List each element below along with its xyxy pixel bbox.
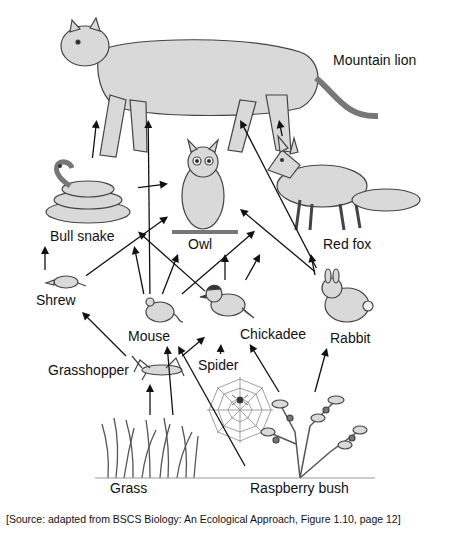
organism-node: Bull snake <box>38 158 138 246</box>
food-arrow <box>221 254 229 280</box>
arrow-head <box>308 254 316 263</box>
arrow-line <box>246 259 258 280</box>
food-arrow <box>182 231 255 294</box>
food-arrow <box>182 337 205 356</box>
arrow-head <box>160 181 168 189</box>
arrow-line <box>182 235 251 294</box>
arrow-line <box>149 390 150 415</box>
arrow-line <box>92 126 96 158</box>
organism-node: Grass <box>100 415 200 500</box>
arrow-line <box>243 125 316 268</box>
organism-node: Spider <box>196 354 244 376</box>
organism-label: Owl <box>188 236 212 252</box>
arrow-head <box>221 254 229 262</box>
organism-node: Mouse <box>126 294 184 346</box>
organism-label: Spider <box>198 357 238 373</box>
arrow-line <box>168 352 173 415</box>
arrow-head <box>82 312 90 320</box>
arrow-line <box>245 213 315 272</box>
organism-label: Grass <box>110 480 147 496</box>
food-arrow <box>178 346 245 466</box>
food-arrow <box>132 246 144 294</box>
food-arrow <box>277 120 285 136</box>
organism-label: Chickadee <box>240 326 306 342</box>
organism-node: Mountain lion <box>60 5 425 120</box>
source-caption: [Source: adapted from BSCS Biology: An E… <box>6 513 462 526</box>
arrow-line <box>44 252 45 270</box>
arrow-head <box>159 216 168 224</box>
food-arrow <box>86 216 168 275</box>
food-arrow <box>82 312 126 356</box>
arrow-head <box>277 120 285 129</box>
arrow-line <box>138 185 162 188</box>
food-arrow <box>146 384 154 415</box>
organism-node: Raspberry bush <box>245 392 370 500</box>
arrow-head <box>132 246 140 255</box>
organism-label: Mountain lion <box>333 52 416 68</box>
arrow-head <box>146 384 154 392</box>
food-arrow <box>240 120 316 268</box>
arrow-head <box>250 344 258 353</box>
arrow-head <box>138 232 147 240</box>
arrow-line <box>181 351 245 466</box>
organism-label: Mouse <box>128 328 170 344</box>
organism-label: Red fox <box>323 236 371 252</box>
arrow-line <box>148 126 150 294</box>
organism-node: Red fox <box>255 136 420 254</box>
organism-label: Rabbit <box>330 330 370 346</box>
arrow-head <box>92 120 100 128</box>
arrow-head <box>144 120 152 128</box>
food-arrow <box>164 346 173 415</box>
organism-label: Raspberry bush <box>250 480 349 496</box>
arrow-line <box>312 260 315 275</box>
arrow-head <box>164 346 172 354</box>
arrow-head <box>246 231 255 239</box>
arrow-line <box>86 316 126 356</box>
organism-node: Chickadee <box>205 280 313 344</box>
food-arrow <box>308 254 316 275</box>
arrow-head <box>240 209 249 217</box>
food-arrow <box>240 209 315 272</box>
food-arrow <box>138 181 168 189</box>
food-arrow <box>250 344 279 392</box>
arrow-head <box>321 348 329 357</box>
food-arrow <box>144 120 152 294</box>
arrow-line <box>135 252 143 294</box>
food-arrow <box>92 120 100 158</box>
arrow-line <box>224 260 225 280</box>
organism-node: Owl <box>168 143 240 254</box>
arrow-head <box>196 337 205 345</box>
organism-node: Rabbit <box>315 268 377 348</box>
arrow-line <box>253 349 279 392</box>
arrow-line <box>182 341 200 356</box>
arrow-line <box>162 260 175 294</box>
food-arrow <box>315 348 329 392</box>
organism-label: Shrew <box>36 292 76 308</box>
arrow-head <box>240 120 247 129</box>
arrow-line <box>315 354 325 392</box>
arrow-head <box>253 254 260 263</box>
food-arrow <box>217 344 225 354</box>
organism-node: Grasshopper <box>46 356 188 384</box>
organism-label: Bull snake <box>50 228 115 244</box>
arrow-head <box>41 246 49 254</box>
food-arrow <box>246 254 261 280</box>
organism-label: Grasshopper <box>48 362 129 378</box>
arrow-head <box>217 344 225 352</box>
organism-node: Shrew <box>34 270 86 312</box>
food-arrow <box>41 246 49 270</box>
